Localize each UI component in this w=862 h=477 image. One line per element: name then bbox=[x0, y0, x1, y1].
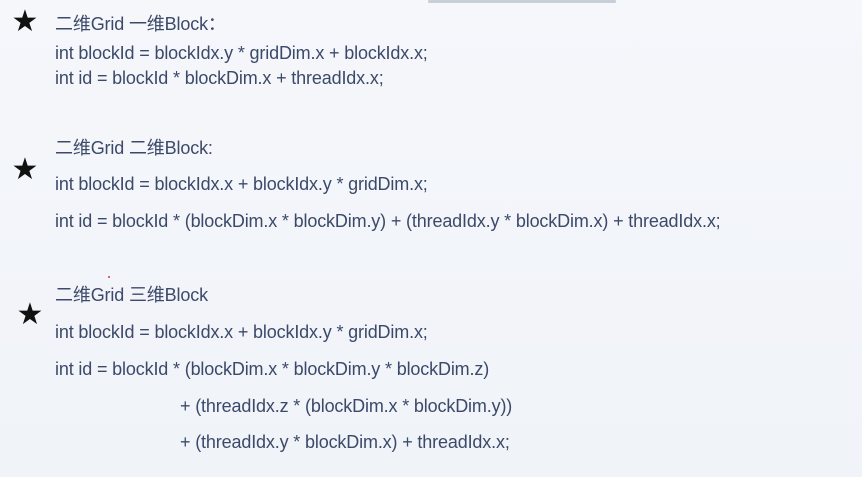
section-heading: 二维Grid 一维Block： bbox=[55, 14, 226, 34]
section-heading: 二维Grid 三维Block bbox=[55, 285, 208, 305]
code-line-continuation: + (threadIdx.z * (blockDim.x * blockDim.… bbox=[180, 396, 513, 416]
star-icon: ★ bbox=[11, 152, 39, 187]
star-icon: ★ bbox=[11, 4, 39, 39]
code-line: int id = blockId * (blockDim.x * blockDi… bbox=[55, 359, 490, 379]
code-line: int blockId = blockIdx.x + blockIdx.y * … bbox=[55, 322, 428, 342]
section-heading: 二维Grid 二维Block: bbox=[55, 138, 213, 158]
top-divider bbox=[428, 0, 616, 3]
code-line: int blockId = blockIdx.x + blockIdx.y * … bbox=[55, 174, 428, 194]
stray-mark bbox=[108, 276, 110, 278]
code-line: int blockId = blockIdx.y * gridDim.x + b… bbox=[55, 43, 428, 63]
code-line-continuation: + (threadIdx.y * blockDim.x) + threadIdx… bbox=[180, 432, 510, 452]
code-line: int id = blockId * blockDim.x + threadId… bbox=[55, 68, 384, 88]
code-line: int id = blockId * (blockDim.x * blockDi… bbox=[55, 211, 721, 231]
star-icon: ★ bbox=[16, 297, 44, 332]
